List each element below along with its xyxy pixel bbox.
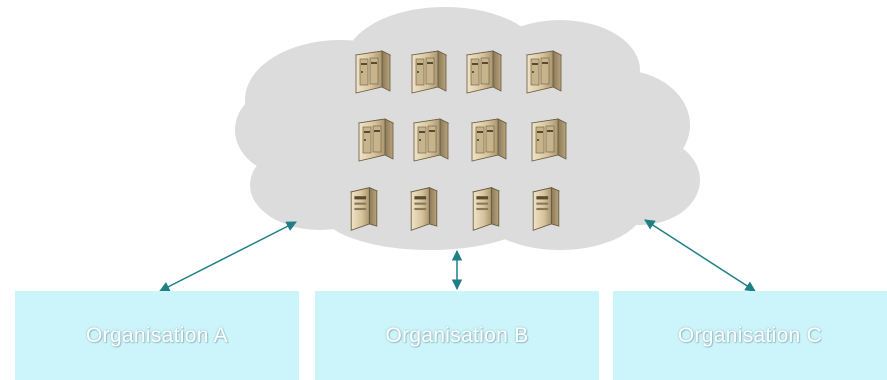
desktop-server-icon (350, 187, 378, 231)
organisation-a-box: Organisation A (15, 291, 299, 380)
organisation-a-label: Organisation A (86, 323, 228, 347)
tower-server-icon (411, 50, 447, 94)
arrow-org-c-cloud (644, 219, 756, 292)
arrow-org-a-cloud (159, 221, 297, 292)
organisation-b-label: Organisation B (385, 323, 529, 347)
desktop-server-icon (410, 187, 438, 231)
organisation-c-box: Organisation C (613, 291, 887, 380)
organisation-b-box: Organisation B (315, 291, 599, 380)
tower-server-icon (471, 118, 507, 162)
desktop-server-icon (472, 187, 500, 231)
desktop-server-icon (532, 187, 560, 231)
tower-server-icon (466, 50, 502, 94)
tower-server-icon (413, 118, 449, 162)
tower-server-icon (531, 118, 567, 162)
tower-server-icon (358, 118, 394, 162)
tower-server-icon (355, 50, 391, 94)
tower-server-icon (526, 50, 562, 94)
cloud-icon (235, 7, 700, 250)
organisation-c-label: Organisation C (677, 323, 823, 347)
